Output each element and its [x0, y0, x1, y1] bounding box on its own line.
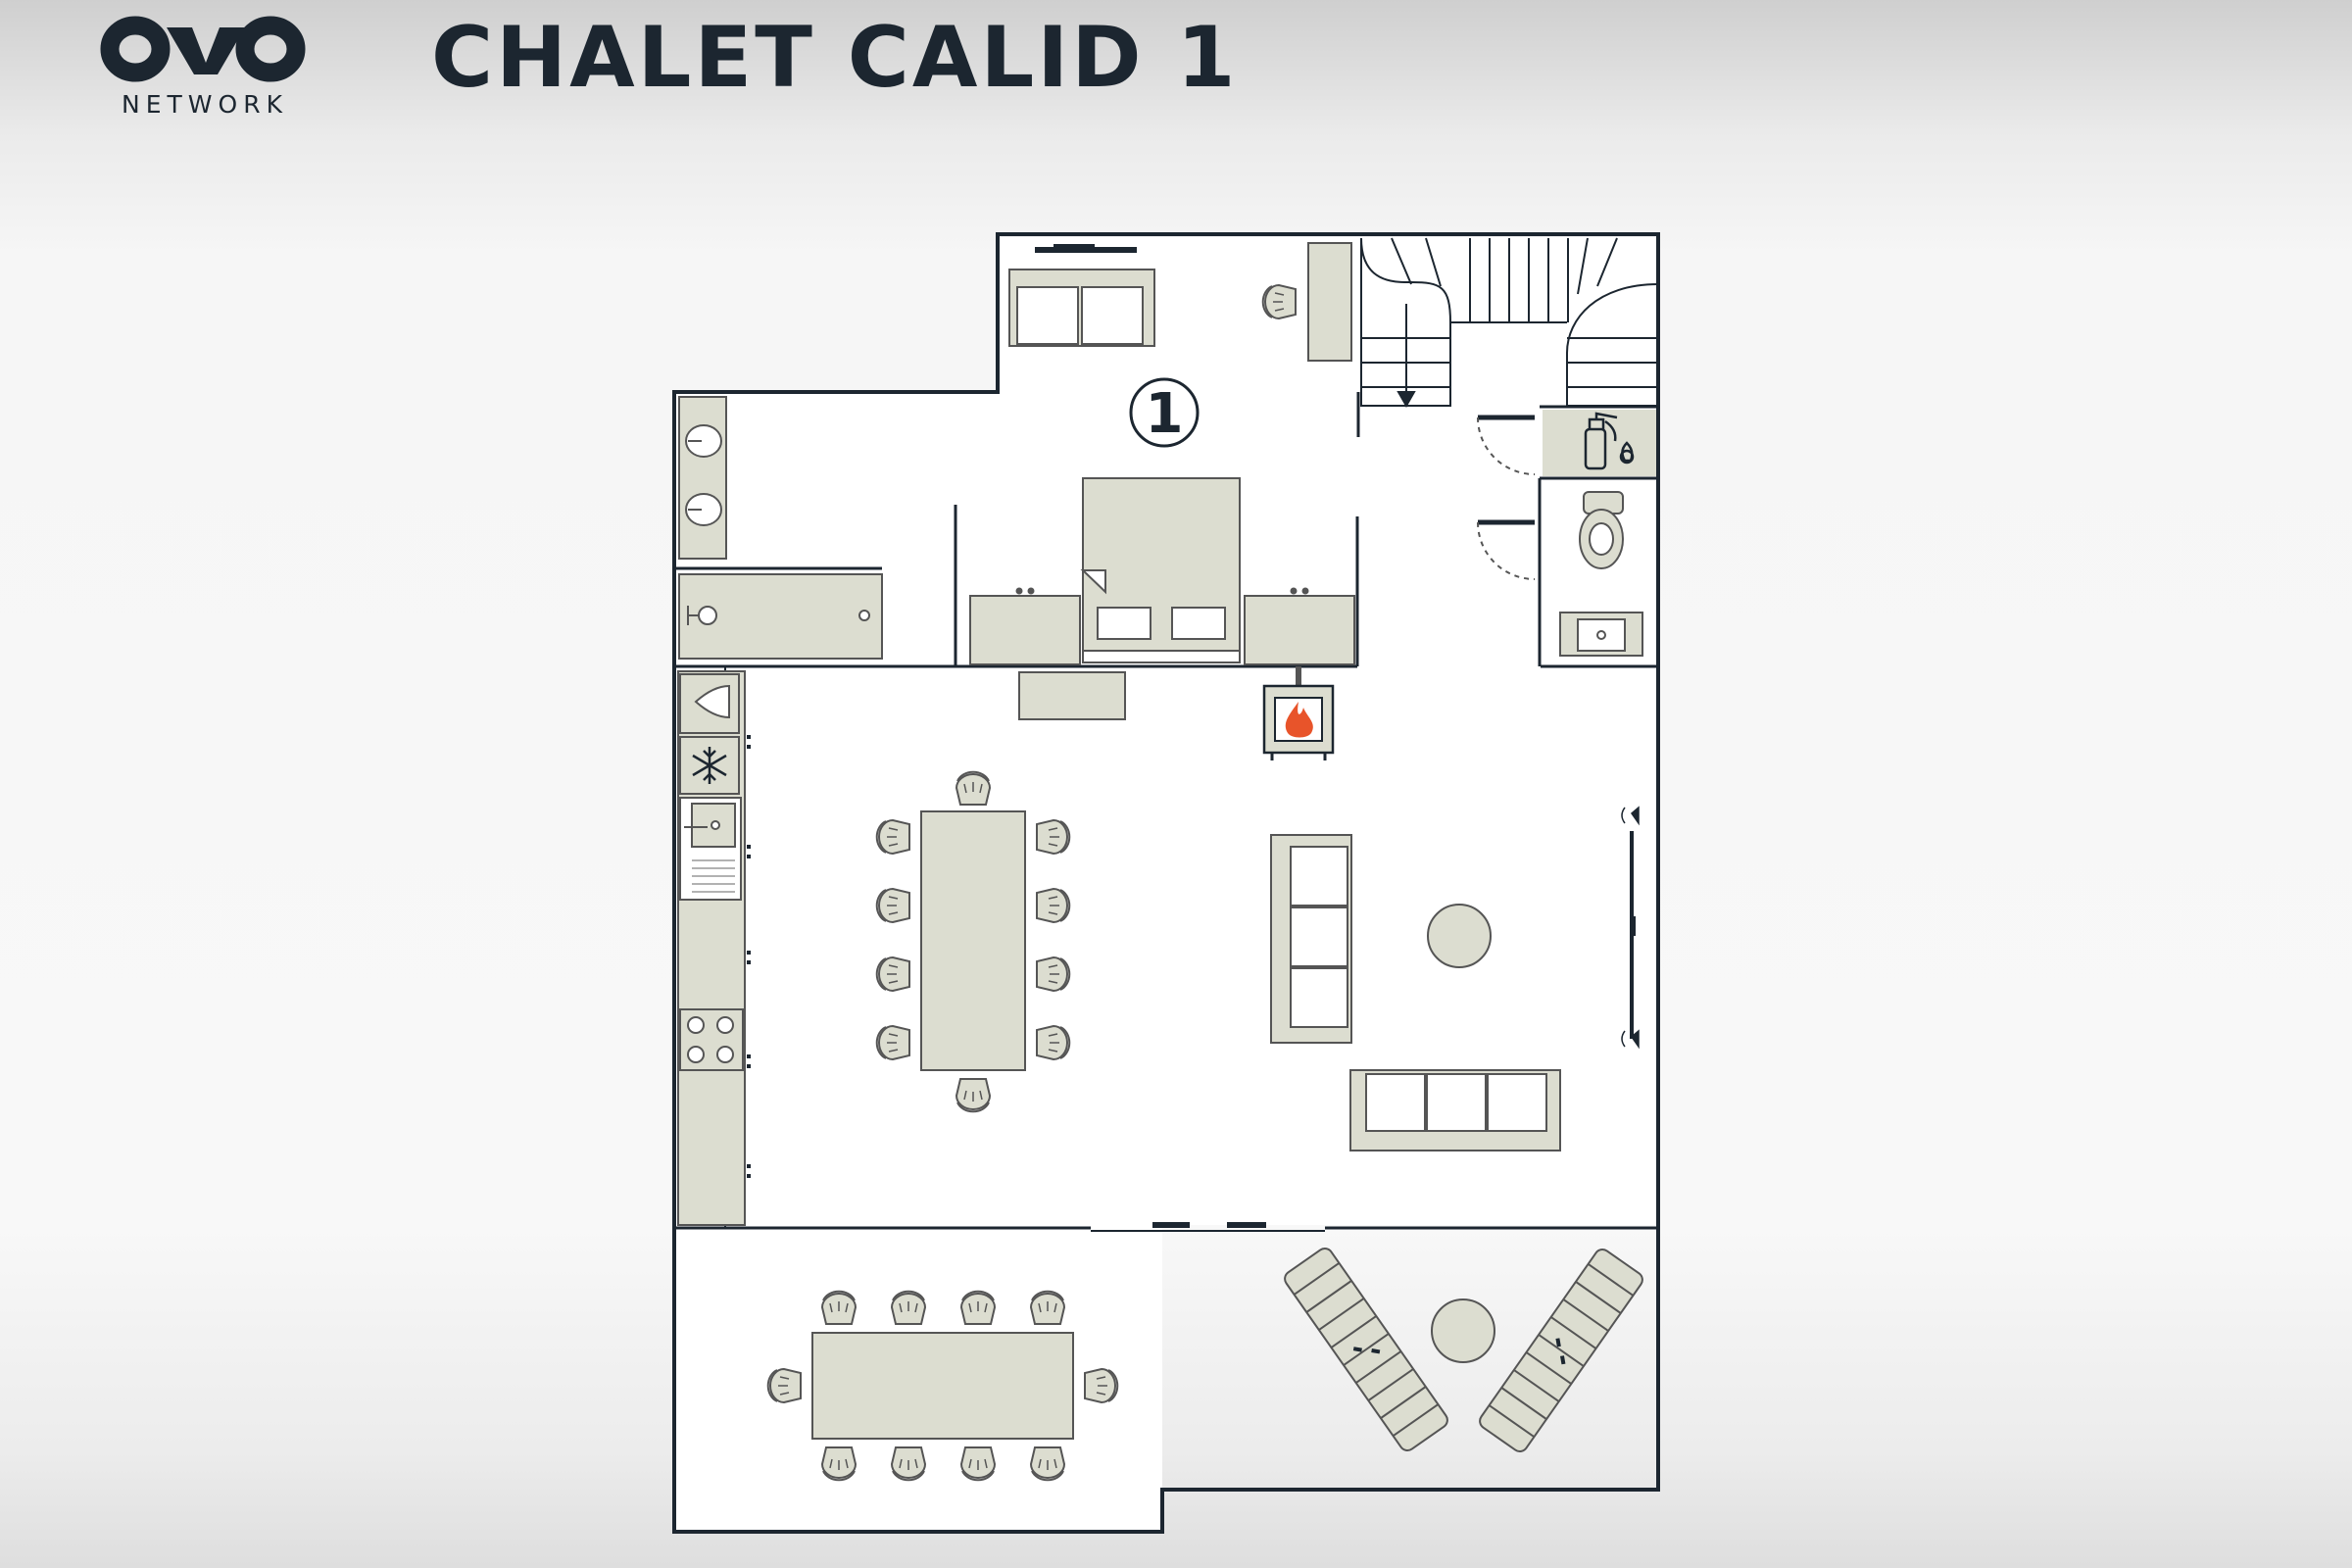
room-marker-label: 1: [1146, 382, 1184, 446]
floor-area: [674, 237, 1658, 1532]
extinguisher-closet: [1543, 410, 1656, 476]
bedroom: [969, 242, 1355, 665]
vanity: [678, 396, 727, 560]
coffee-table: [1427, 904, 1492, 968]
fire-icon: [1285, 702, 1313, 738]
arrow-down-icon: [1396, 391, 1416, 409]
kitchen: [677, 670, 751, 1226]
wardrobe-left: [969, 595, 1081, 665]
speaker-icon: [1621, 806, 1640, 1050]
desk: [1307, 242, 1352, 362]
wardrobe-right: [1244, 595, 1355, 665]
terrace-dining: [766, 1290, 1119, 1482]
brand-logo: NETWORK: [98, 14, 323, 122]
snowflake-icon: [692, 747, 727, 784]
brand-subtitle: NETWORK: [122, 90, 288, 119]
doors: [1477, 415, 1536, 580]
terrace-side-table: [1431, 1298, 1495, 1363]
ovo-logo-icon: [100, 16, 306, 82]
cooktop: [679, 1008, 744, 1071]
terrace: [674, 1222, 1658, 1232]
living-area: [1270, 806, 1640, 1152]
staircase: [1360, 237, 1659, 409]
exterior-walls: [672, 232, 1660, 1534]
wc: [1559, 491, 1643, 657]
fire-extinguisher-icon: [1584, 412, 1635, 470]
dining-table: [875, 770, 1071, 1113]
room-marker: 1: [1129, 377, 1200, 448]
sun-loungers: [1284, 1247, 1643, 1453]
bathroom: [678, 396, 883, 660]
lounger-left: [1284, 1247, 1448, 1452]
tv-cabinet: [1018, 671, 1126, 720]
header: NETWORK CHALET CALID 1: [0, 0, 2352, 157]
lounger-right: [1479, 1248, 1643, 1453]
page-title: CHALET CALID 1: [431, 9, 1239, 107]
fireplace: [1018, 666, 1335, 760]
